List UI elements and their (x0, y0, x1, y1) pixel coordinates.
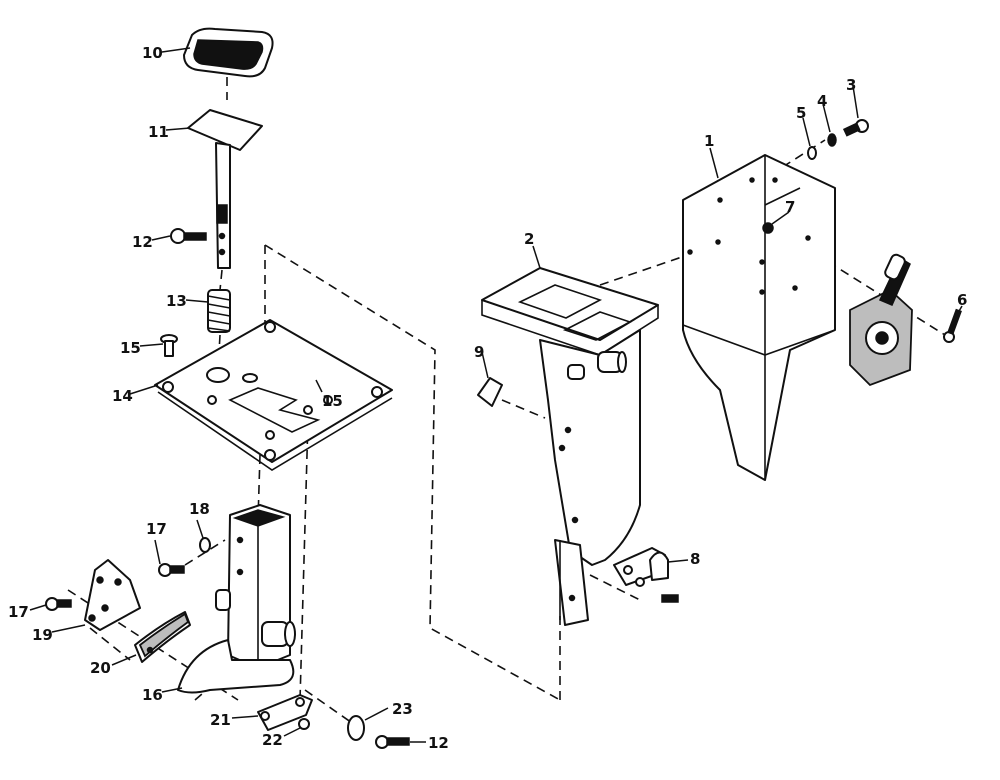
callout-17-lower: 17 (8, 603, 29, 621)
pedal-pad-rubber (183, 27, 274, 78)
callout-7: 7 (785, 198, 795, 216)
washer-18 (199, 537, 211, 553)
bolt-3 (842, 119, 869, 137)
bolt-upper (170, 228, 207, 244)
callout-6: 6 (957, 291, 967, 309)
clip-21 (257, 694, 313, 731)
mounting-plate (154, 319, 393, 471)
clip-8 (613, 547, 679, 603)
bolt-lower (375, 735, 410, 749)
toothed-ratchet (134, 611, 191, 663)
bracket-9 (477, 377, 503, 407)
callout-9: 9 (474, 343, 484, 361)
pedal-arm (187, 109, 263, 269)
screw-left (160, 334, 178, 357)
callout-21: 21 (210, 711, 231, 729)
callout-10: 10 (142, 44, 163, 62)
callout-5: 5 (796, 104, 806, 122)
callout-12-lower: 12 (428, 734, 449, 752)
washer-23 (347, 715, 365, 741)
nut-7 (762, 222, 774, 234)
callout-1: 1 (704, 132, 714, 150)
callout-15-right: 15 (322, 392, 343, 410)
leader-lines (29, 47, 963, 743)
callout-11: 11 (148, 123, 169, 141)
callout-labels: 10 11 12 13 15 14 15 17 18 17 19 20 16 2… (8, 44, 967, 752)
callout-19: 19 (32, 626, 53, 644)
callout-18: 18 (189, 500, 210, 518)
side-plate (84, 559, 141, 631)
callout-4: 4 (817, 92, 827, 110)
callout-23: 23 (392, 700, 413, 718)
callout-12-upper: 12 (132, 233, 153, 251)
callout-3: 3 (846, 76, 856, 94)
callout-17-upper: 17 (146, 520, 167, 538)
shroud-cover (682, 154, 836, 481)
callout-22: 22 (262, 731, 283, 749)
callout-15-left: 15 (120, 339, 141, 357)
callout-13: 13 (166, 292, 187, 310)
callout-16: 16 (142, 686, 163, 704)
nut-22 (298, 718, 310, 730)
washer-4 (827, 133, 837, 147)
lever-switch (849, 253, 913, 387)
callout-8: 8 (690, 550, 700, 568)
bolt-17-lower (45, 597, 72, 611)
callout-2: 2 (524, 230, 534, 248)
screw-6 (943, 308, 962, 343)
callout-14: 14 (112, 387, 133, 405)
callout-20: 20 (90, 659, 111, 677)
tube-bracket (177, 504, 296, 694)
washer-5 (807, 146, 817, 160)
main-stand (481, 267, 659, 626)
bolt-17-upper (158, 563, 185, 577)
spring (207, 289, 231, 333)
